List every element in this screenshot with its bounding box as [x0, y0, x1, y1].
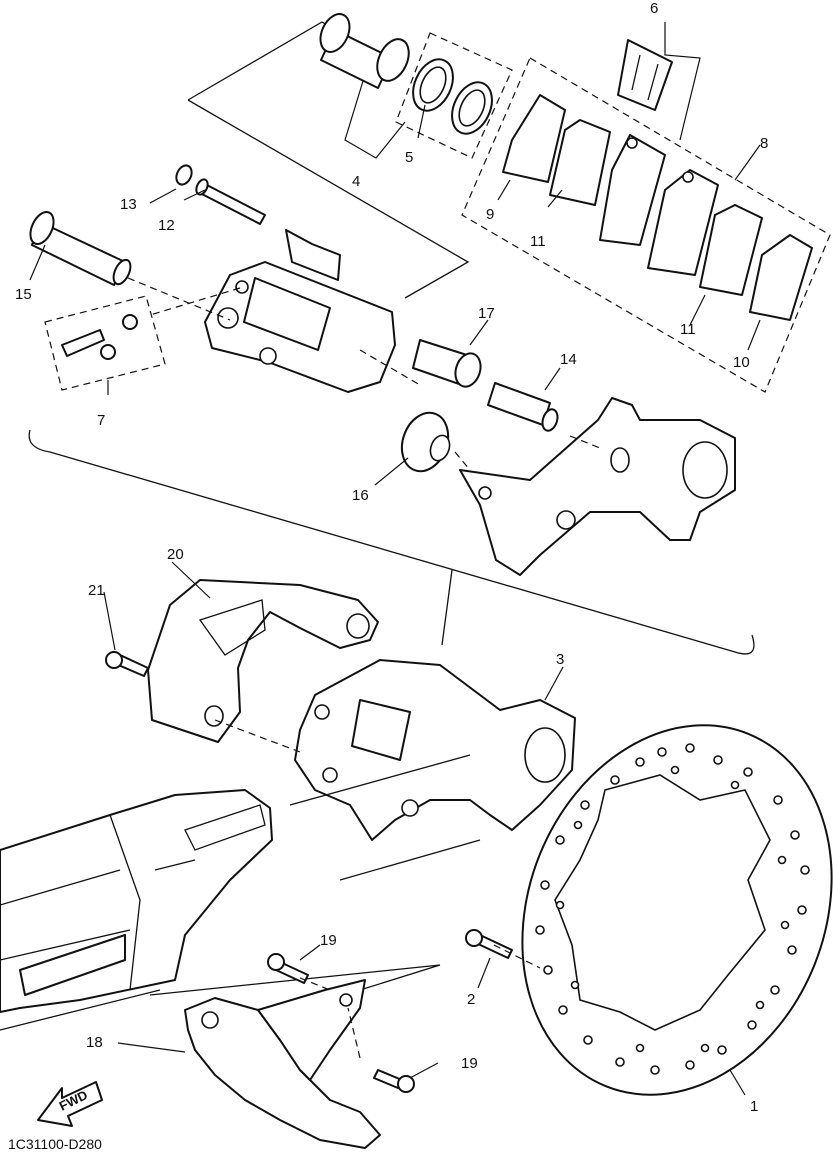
pad-set-dashed-box — [461, 57, 831, 393]
pad-carrier-inner — [599, 134, 666, 246]
piston — [319, 13, 410, 89]
slide-sleeve — [412, 339, 482, 388]
callout-2: 2 — [467, 991, 475, 1008]
pad-shim-inner — [502, 94, 566, 183]
callout-10: 10 — [733, 354, 750, 371]
callout-18: 18 — [86, 1034, 103, 1051]
guard-bolt-lower — [373, 1069, 415, 1093]
caliper-assembly — [294, 659, 576, 841]
callout-19-lower: 19 — [461, 1055, 478, 1072]
group-brace — [28, 429, 755, 655]
disc-bolt — [465, 929, 513, 959]
seal-set-dashed-box — [395, 32, 513, 159]
caliper-bracket-bolt — [487, 382, 559, 432]
callout-21: 21 — [88, 582, 105, 599]
callout-11-inner: 11 — [530, 233, 546, 250]
callout-3: 3 — [556, 651, 564, 668]
callout-9: 9 — [486, 206, 494, 223]
callout-15: 15 — [15, 286, 32, 303]
pad-spring — [617, 39, 673, 111]
callout-19-upper: 19 — [320, 932, 337, 949]
diagram-reference-code: 1C31100-D280 — [8, 1136, 102, 1152]
callout-17: 17 — [478, 305, 495, 322]
guard-bolt-upper — [267, 953, 309, 984]
caliper-body-upper — [204, 229, 396, 393]
callout-labels: 6 8 5 4 13 12 9 11 15 17 11 14 10 7 16 2… — [15, 0, 768, 1115]
brake-pad-outer — [699, 204, 763, 296]
plug-screw — [175, 164, 193, 186]
bracket-bolt — [105, 651, 149, 677]
torque-bracket — [147, 579, 379, 743]
brake-disc — [521, 724, 833, 1096]
disc-guard — [184, 979, 381, 1149]
caliper-area-outline — [187, 99, 470, 299]
bleeder-set-dashed-box — [44, 295, 166, 391]
callout-7: 7 — [97, 412, 105, 429]
callout-4: 4 — [352, 173, 360, 190]
swingarm — [0, 789, 273, 1013]
leader-lines — [29, 22, 761, 1096]
callout-5: 5 — [405, 149, 413, 166]
callout-1: 1 — [750, 1098, 758, 1115]
callout-6: 6 — [650, 0, 658, 17]
piston-seals — [412, 58, 493, 135]
pad-carrier-outer — [647, 169, 719, 276]
callout-13: 13 — [120, 196, 137, 213]
callout-12: 12 — [158, 217, 175, 234]
disc-vent-holes — [535, 743, 810, 1075]
group-brace-pointer — [441, 569, 453, 646]
callout-8: 8 — [760, 135, 768, 152]
caliper-pin-bolt — [195, 178, 266, 225]
callout-20: 20 — [167, 546, 184, 563]
brake-pad-inner — [549, 119, 611, 206]
rubber-boot — [400, 411, 451, 473]
pad-shim-outer — [749, 234, 813, 321]
piston-area-outline — [187, 21, 336, 101]
slide-pin — [29, 211, 132, 286]
callout-16: 16 — [352, 487, 369, 504]
fwd-arrow-icon: FWD — [37, 1081, 103, 1127]
callout-11-outer: 11 — [680, 321, 696, 338]
bleed-screw — [61, 314, 138, 360]
caliper-bracket-upper — [459, 397, 736, 576]
axle-plane — [0, 754, 481, 1031]
callout-14: 14 — [560, 351, 577, 368]
